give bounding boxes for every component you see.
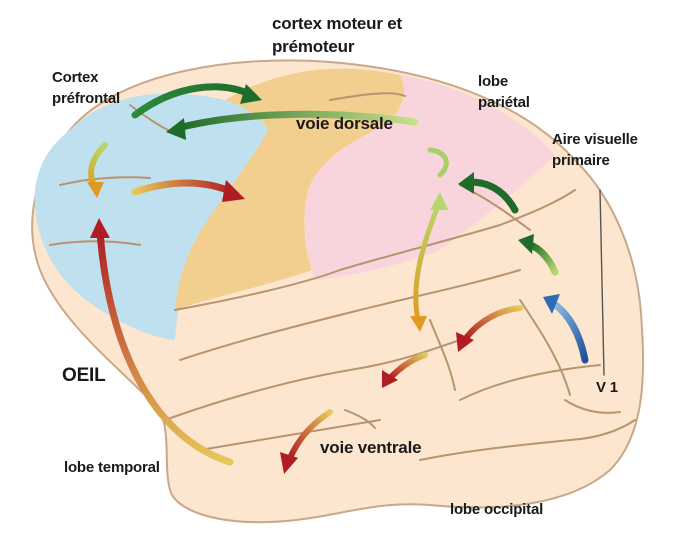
label-visual-line2: primaire	[552, 151, 638, 170]
label-occipital-lobe: lobe occipital	[450, 500, 543, 519]
label-prefrontal-line2: préfrontal	[52, 89, 120, 108]
label-temporal-lobe: lobe temporal	[64, 458, 160, 477]
label-eye: OEIL	[62, 366, 106, 385]
label-primary-visual: Aire visuelle primaire	[552, 130, 638, 170]
label-parietal-line1: lobe	[478, 72, 530, 91]
label-prefrontal-line1: Cortex	[52, 68, 120, 87]
label-v1: V 1	[596, 378, 618, 397]
label-parietal: lobe pariétal	[478, 72, 530, 112]
label-dorsal-pathway: voie dorsale	[296, 114, 393, 133]
label-motor-line2: prémoteur	[272, 37, 402, 56]
label-prefrontal: Cortex préfrontal	[52, 68, 120, 108]
label-ventral-pathway: voie ventrale	[320, 438, 421, 457]
label-motor-line1: cortex moteur et	[272, 14, 402, 33]
label-motor-premotor: cortex moteur et prémoteur	[272, 14, 402, 56]
label-parietal-line2: pariétal	[478, 93, 530, 112]
label-visual-line1: Aire visuelle	[552, 130, 638, 149]
